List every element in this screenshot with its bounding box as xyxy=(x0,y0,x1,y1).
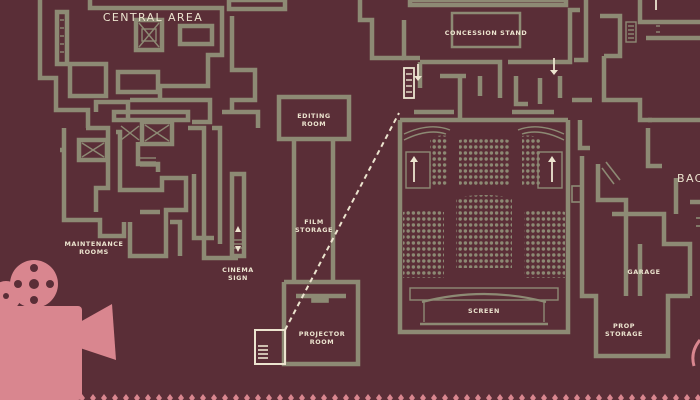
seating xyxy=(403,135,565,278)
entry-arrows xyxy=(414,0,657,81)
cinema-sign-label: CINEMA SIGN xyxy=(222,266,254,282)
diamond-trim-mark xyxy=(563,394,569,400)
diamond-trim-mark xyxy=(442,394,448,400)
diamond-trim-mark xyxy=(90,394,96,400)
diamond-trim-mark xyxy=(695,394,700,400)
diamond-trim-mark xyxy=(79,394,85,400)
diamond-trim-mark xyxy=(387,394,393,400)
screen-label: SCREEN xyxy=(468,307,500,315)
diamond-trim-mark xyxy=(640,394,646,400)
central-area-walls xyxy=(37,0,288,261)
diamond-trim-mark xyxy=(453,394,459,400)
diamond-trim-mark xyxy=(486,394,492,400)
diamond-trim-mark xyxy=(629,394,635,400)
diamond-trim-mark xyxy=(68,394,74,400)
diamond-trim-mark xyxy=(101,394,107,400)
diamond-trim-mark xyxy=(299,394,305,400)
sign-arrows xyxy=(235,226,241,252)
diamond-trim-mark xyxy=(332,394,338,400)
diamond-trim-mark xyxy=(684,394,690,400)
diamond-trim-mark xyxy=(431,394,437,400)
diamond-trim-mark xyxy=(519,394,525,400)
garage-label: GARAGE xyxy=(627,268,661,276)
diamond-trim-mark xyxy=(365,394,371,400)
diamond-trim-mark xyxy=(200,394,206,400)
projection-block-details xyxy=(254,297,329,365)
backlot-details xyxy=(571,161,700,227)
concession-walls xyxy=(357,0,700,123)
diamond-trim-mark xyxy=(618,394,624,400)
diamond-trim-mark xyxy=(112,394,118,400)
maintenance-rooms-label: MAINTENANCE ROOMS xyxy=(64,240,124,256)
diamond-trim-mark xyxy=(167,394,173,400)
editing-room-label: EDITING ROOM xyxy=(297,112,331,128)
diamond-trim-mark xyxy=(574,394,580,400)
diamond-trim-mark xyxy=(266,394,272,400)
theater-walls xyxy=(397,109,571,335)
diamond-trim-mark xyxy=(255,394,261,400)
diamond-trim-mark xyxy=(475,394,481,400)
diamond-trim-mark xyxy=(376,394,382,400)
diamond-trim-mark xyxy=(673,394,679,400)
projector-room-label: PROJECTOR ROOM xyxy=(298,330,346,346)
diamond-trim-mark xyxy=(343,394,349,400)
film-storage-label: FILM STORAGE xyxy=(294,218,334,234)
diamond-trim-mark xyxy=(541,394,547,400)
diamond-trim-mark xyxy=(354,394,360,400)
diamond-trim-mark xyxy=(530,394,536,400)
central-area-label: CENTRAL AREA xyxy=(102,11,204,24)
diamond-trim-mark xyxy=(310,394,316,400)
diamond-trim-mark xyxy=(662,394,668,400)
diamond-trim-mark xyxy=(321,394,327,400)
diamond-trim-mark xyxy=(585,394,591,400)
backlot-walls xyxy=(577,117,700,359)
diamond-trim-mark xyxy=(552,394,558,400)
diamond-trim-mark xyxy=(134,394,140,400)
diamond-trim-mark xyxy=(145,394,151,400)
prop-storage-label: PROP STORAGE xyxy=(604,322,644,338)
diamond-trim-mark xyxy=(464,394,470,400)
theater-aisle-arrows xyxy=(410,156,556,182)
diamond-trim-mark xyxy=(244,394,250,400)
backlot-label-partial: BAC xyxy=(677,172,700,185)
diamond-trim-mark xyxy=(497,394,503,400)
diamond-trim-mark xyxy=(288,394,294,400)
diamond-trim-mark xyxy=(596,394,602,400)
central-area-details xyxy=(60,19,242,249)
diamond-trim xyxy=(57,394,700,400)
diamond-trim-mark xyxy=(233,394,239,400)
diamond-trim-mark xyxy=(651,394,657,400)
diamond-trim-mark xyxy=(178,394,184,400)
diamond-trim-mark xyxy=(420,394,426,400)
projection-beam xyxy=(284,112,400,331)
diamond-trim-mark xyxy=(156,394,162,400)
diamond-trim-mark xyxy=(123,394,129,400)
diamond-trim-mark xyxy=(211,394,217,400)
diamond-trim-mark xyxy=(409,394,415,400)
theater-details xyxy=(403,126,565,326)
diamond-trim-mark xyxy=(607,394,613,400)
diamond-trim-mark xyxy=(277,394,283,400)
diamond-trim-mark xyxy=(398,394,404,400)
diamond-trim-mark xyxy=(508,394,514,400)
diamond-trim-mark xyxy=(189,394,195,400)
diamond-trim-mark xyxy=(222,394,228,400)
concession-details xyxy=(403,21,660,99)
film-camera-icon xyxy=(0,260,116,400)
diamond-trim-mark xyxy=(57,394,63,400)
concession-stand-label: CONCESSION STAND xyxy=(444,29,528,37)
film-strip-edge-icon xyxy=(691,339,700,367)
